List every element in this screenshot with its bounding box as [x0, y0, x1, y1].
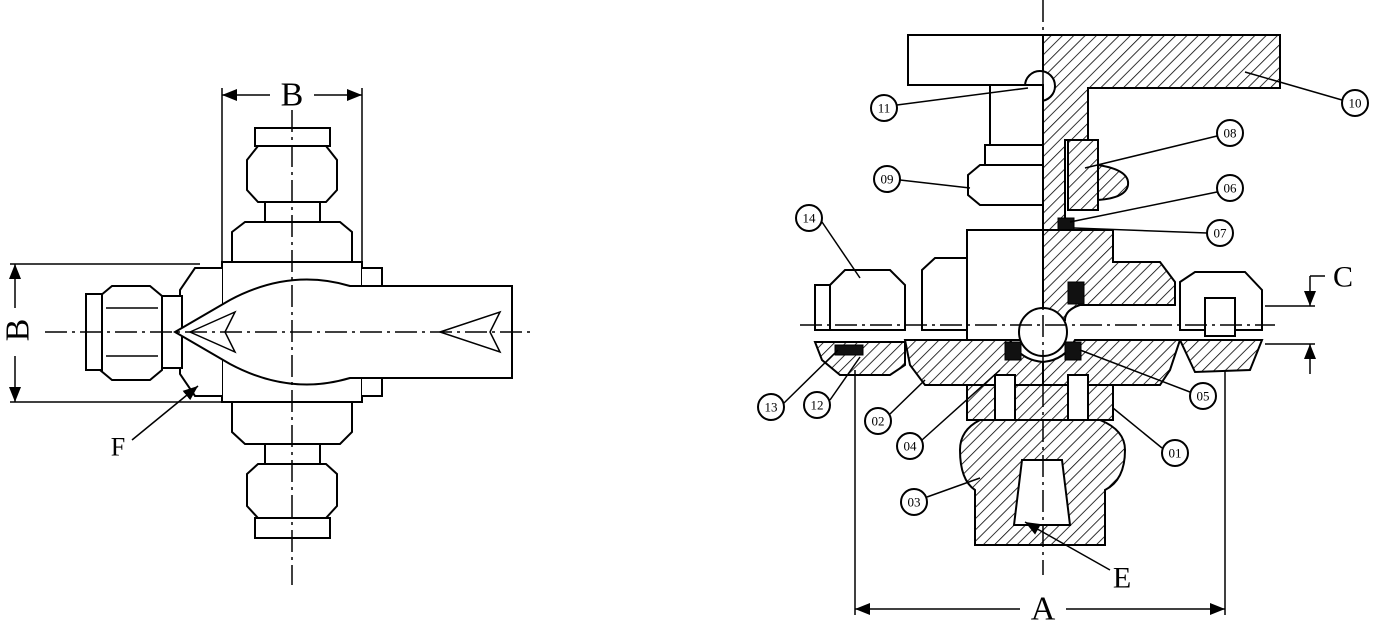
callout-14-label: 14: [803, 211, 817, 226]
callout-10: 10: [1341, 89, 1369, 117]
callout-08: 08: [1216, 119, 1244, 147]
callout-07-label: 07: [1214, 226, 1228, 241]
callout-09: 09: [873, 165, 901, 193]
callout-02-label: 02: [872, 414, 885, 429]
dimension-c: C: [1333, 261, 1353, 294]
callout-13: 13: [757, 393, 785, 421]
top-view: [9, 88, 535, 585]
callout-04: 04: [896, 432, 924, 460]
callout-12-label: 12: [811, 398, 824, 413]
callout-04-label: 04: [904, 439, 918, 454]
callout-02: 02: [864, 407, 892, 435]
callout-13-label: 13: [765, 400, 778, 415]
callout-11-label: 11: [878, 101, 891, 116]
callout-09-label: 09: [881, 172, 894, 187]
callout-07: 07: [1206, 219, 1234, 247]
callout-10-label: 10: [1349, 96, 1362, 111]
section-view: [783, 0, 1343, 615]
callout-06-label: 06: [1224, 181, 1238, 196]
callout-14: 14: [795, 204, 823, 232]
callout-03-label: 03: [908, 495, 921, 510]
callout-12: 12: [803, 391, 831, 419]
dimension-b-top: B: [281, 77, 304, 114]
callout-01: 01: [1161, 439, 1189, 467]
callout-08-label: 08: [1224, 126, 1237, 141]
dimension-e: E: [1113, 562, 1131, 595]
dimension-a: A: [1031, 591, 1056, 626]
callout-f: F: [111, 433, 125, 462]
callout-06: 06: [1216, 174, 1244, 202]
dimension-b-left: B: [0, 319, 37, 342]
callout-05-label: 05: [1197, 389, 1210, 404]
callout-11: 11: [870, 94, 898, 122]
callout-03: 03: [900, 488, 928, 516]
callout-05: 05: [1189, 382, 1217, 410]
callout-01-label: 01: [1169, 446, 1182, 461]
